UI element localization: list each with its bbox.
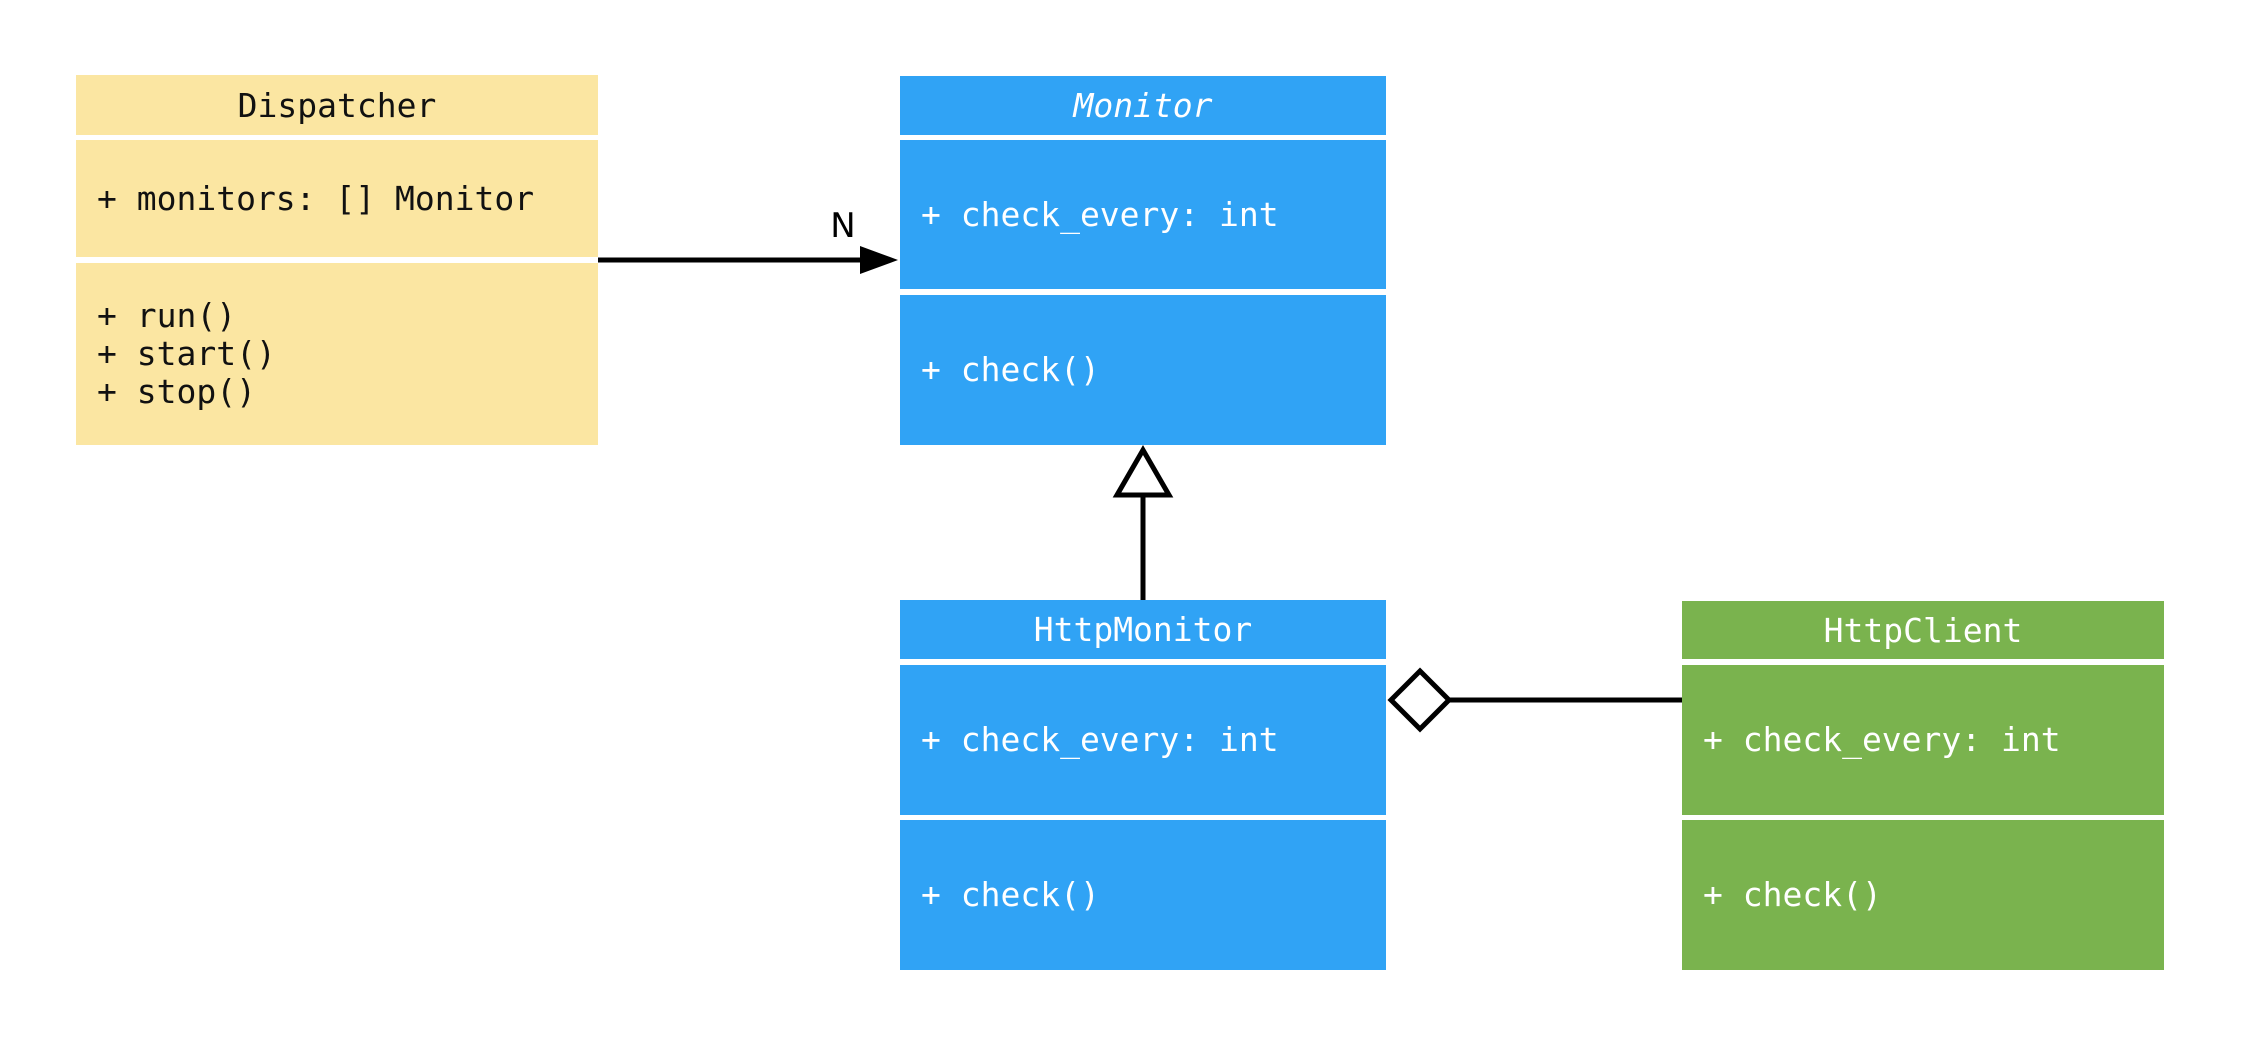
class-monitor-attributes: + check_every: int xyxy=(900,140,1386,289)
class-monitor-title: Monitor xyxy=(900,76,1386,135)
attribute-line: + check_every: int xyxy=(921,194,1279,234)
method-line: + check() xyxy=(921,350,1100,389)
edge-multiplicity-label: N xyxy=(830,206,856,246)
method-line: + stop() xyxy=(97,372,256,411)
association-edge-dispatcher-to-monitor xyxy=(598,246,898,274)
class-httpclient-methods: + check() xyxy=(1682,820,2164,970)
class-monitor-methods: + check() xyxy=(900,295,1386,445)
inheritance-edge-httpmonitor-to-monitor xyxy=(1112,445,1174,600)
class-httpclient: HttpClient + check_every: int + check() xyxy=(1682,601,2164,970)
class-httpmonitor-title: HttpMonitor xyxy=(900,600,1386,659)
attribute-line: + check_every: int xyxy=(1703,720,2061,759)
class-dispatcher-title: Dispatcher xyxy=(76,75,598,135)
method-line: + start() xyxy=(97,334,276,373)
method-line: + run() xyxy=(97,296,237,335)
class-monitor: Monitor + check_every: int + check() xyxy=(900,76,1386,445)
hollow-diamond-icon xyxy=(1387,667,1453,733)
class-httpclient-attributes: + check_every: int xyxy=(1682,665,2164,815)
aggregation-edge-httpmonitor-to-httpclient xyxy=(1387,667,1682,733)
class-httpclient-title: HttpClient xyxy=(1682,601,2164,659)
class-httpmonitor-attributes: + check_every: int xyxy=(900,665,1386,815)
hollow-triangle-icon xyxy=(1112,445,1174,498)
class-dispatcher-attributes: + monitors: [] Monitor xyxy=(76,140,598,257)
method-line: + check() xyxy=(921,875,1100,914)
attribute-line: + check_every: int xyxy=(921,720,1279,759)
class-httpmonitor: HttpMonitor + check_every: int + check() xyxy=(900,600,1386,970)
method-line: + check() xyxy=(1703,875,1882,914)
attribute-line: + monitors: [] Monitor xyxy=(97,178,535,218)
class-dispatcher: Dispatcher + monitors: [] Monitor + run(… xyxy=(76,75,598,445)
class-httpmonitor-methods: + check() xyxy=(900,820,1386,970)
class-dispatcher-methods: + run() + start() + stop() xyxy=(76,263,598,445)
arrowhead-icon xyxy=(860,246,898,274)
